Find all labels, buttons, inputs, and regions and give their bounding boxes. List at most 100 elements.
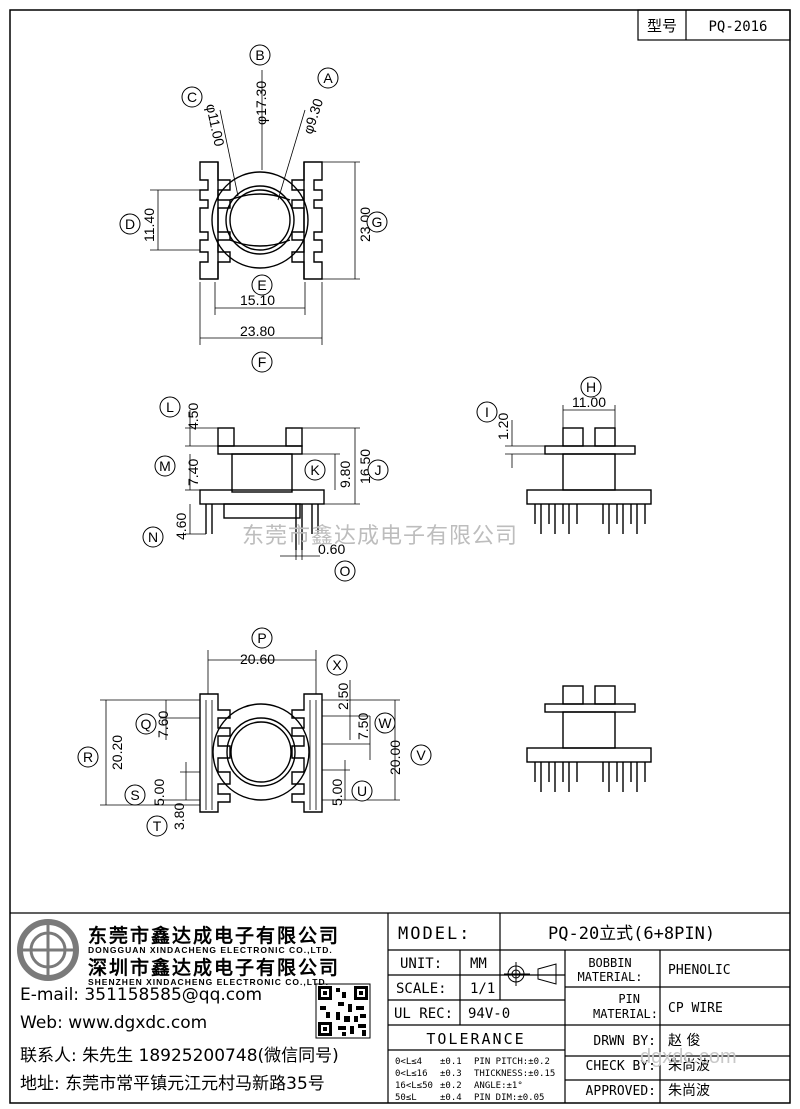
svg-text:X: X bbox=[332, 657, 342, 673]
unit-label: UNIT: bbox=[400, 956, 442, 972]
company-name-cn-2: 深圳市鑫达成电子有限公司 bbox=[88, 957, 341, 979]
dim-F: 23.80 bbox=[240, 323, 275, 339]
approved-label: APPROVED: bbox=[586, 1084, 656, 1099]
svg-text:N: N bbox=[148, 529, 158, 545]
scale-value: 1/1 bbox=[470, 981, 495, 997]
title-block-text: MODEL: PQ-20立式(6+8PIN) UNIT: MM SCALE: 1… bbox=[394, 924, 731, 1103]
tol-range-1: 0<L≤16 bbox=[395, 1069, 428, 1079]
dim-Q: 7.60 bbox=[155, 711, 171, 738]
bubble-S: S bbox=[124, 784, 146, 806]
svg-text:L: L bbox=[166, 399, 174, 415]
bobbin-value: PHENOLIC bbox=[668, 963, 731, 978]
contact-address: 地址: 东莞市常平镇元江元村马新路35号 bbox=[20, 1074, 325, 1094]
contact-email[interactable]: E-mail: 351158585@qq.com bbox=[20, 985, 263, 1005]
svg-text:A: A bbox=[323, 70, 333, 86]
svg-text:E: E bbox=[257, 277, 266, 293]
tol-spec-0: PIN PITCH:±0.2 bbox=[474, 1057, 550, 1067]
top-view-2 bbox=[199, 693, 323, 813]
dim-N: 4.60 bbox=[173, 513, 189, 540]
svg-text:V: V bbox=[416, 747, 426, 763]
front-view bbox=[526, 427, 652, 534]
dim-R: 20.20 bbox=[109, 735, 125, 770]
dim-L: 4.50 bbox=[185, 403, 201, 430]
bubble-F: F bbox=[251, 351, 273, 373]
svg-text:O: O bbox=[340, 563, 351, 579]
title-block bbox=[10, 912, 790, 1103]
model-label: MODEL: bbox=[398, 924, 471, 944]
tol-range-2: 16<L≤50 bbox=[395, 1081, 433, 1091]
dim-E: 15.10 bbox=[240, 292, 275, 308]
dim-D: 11.40 bbox=[141, 208, 157, 242]
svg-text:B: B bbox=[255, 47, 264, 63]
bubble-G: G bbox=[366, 211, 388, 233]
check-value: 朱尚波 bbox=[668, 1058, 710, 1074]
watermark: 东莞市鑫达成电子有限公司 bbox=[242, 524, 519, 549]
top-view-1-dims bbox=[150, 70, 360, 345]
bubble-U: U bbox=[351, 780, 373, 802]
company-name-en-2: SHENZHEN XINDACHENG ELECTRONIC CO.,LTD. bbox=[88, 977, 329, 987]
bubble-R: R bbox=[77, 746, 99, 768]
tol-value-3: ±0.4 bbox=[440, 1093, 462, 1103]
bubble-H: H bbox=[580, 376, 602, 398]
pin-label-1: PIN bbox=[618, 992, 640, 1006]
qr-code bbox=[315, 983, 371, 1039]
projection-symbol bbox=[504, 962, 557, 986]
svg-text:S: S bbox=[130, 787, 139, 803]
bubble-D: D bbox=[119, 213, 141, 235]
ul-label: UL REC: bbox=[394, 1006, 453, 1022]
bobbin-label-2: MATERIAL: bbox=[577, 970, 642, 984]
bubble-Q: Q bbox=[135, 713, 157, 735]
tol-spec-3: PIN DIM:±0.05 bbox=[474, 1093, 544, 1103]
bubble-N: N bbox=[142, 526, 164, 548]
model-value: PQ-20立式(6+8PIN) bbox=[548, 924, 715, 944]
outer-border bbox=[9, 9, 791, 1104]
tol-range-0: 0<L≤4 bbox=[395, 1057, 422, 1067]
company-name-en-1: DONGGUAN XINDACHENG ELECTRONIC CO.,LTD. bbox=[88, 945, 333, 955]
pin-label-2: MATERIAL: bbox=[593, 1007, 658, 1021]
svg-text:P: P bbox=[257, 630, 266, 646]
svg-text:G: G bbox=[372, 214, 383, 230]
dim-A: φ9.30 bbox=[300, 96, 327, 136]
label-bubbles: A B C D E F G H I J K L M N O P Q R S T … bbox=[77, 44, 602, 837]
tol-spec-2: ANGLE:±1° bbox=[474, 1081, 523, 1091]
type-label: 型号 bbox=[647, 17, 677, 35]
approved-value: 朱尚波 bbox=[668, 1083, 710, 1099]
contact-person: 联系人: 朱先生 18925200748(微信同号) bbox=[20, 1046, 339, 1066]
dim-S: 5.00 bbox=[151, 779, 167, 806]
dim-B: φ17.30 bbox=[253, 81, 269, 125]
bubble-K: K bbox=[304, 459, 326, 481]
bubble-X: X bbox=[326, 654, 348, 676]
scale-label: SCALE: bbox=[396, 981, 447, 997]
bubble-I: I bbox=[476, 401, 498, 423]
dim-T: 3.80 bbox=[171, 803, 187, 830]
front-view-dims bbox=[505, 405, 616, 468]
dim-I: 1.20 bbox=[495, 413, 511, 440]
svg-text:U: U bbox=[357, 783, 367, 799]
dim-H: 11.00 bbox=[572, 394, 606, 410]
ul-value: 94V-0 bbox=[468, 1006, 510, 1022]
bubble-A: A bbox=[317, 67, 339, 89]
svg-text:R: R bbox=[83, 749, 93, 765]
bubble-E: E bbox=[251, 274, 273, 296]
svg-text:I: I bbox=[485, 404, 489, 420]
unit-value: MM bbox=[470, 956, 487, 972]
drawn-label: DRWN BY: bbox=[593, 1034, 656, 1049]
tol-value-1: ±0.3 bbox=[440, 1069, 462, 1079]
side-view bbox=[199, 427, 325, 550]
bobbin-label-1: BOBBIN bbox=[588, 956, 631, 970]
tol-spec-1: THICKNESS:±0.15 bbox=[474, 1069, 555, 1079]
svg-text:D: D bbox=[125, 216, 135, 232]
svg-text:T: T bbox=[153, 818, 162, 834]
check-label: CHECK BY: bbox=[586, 1059, 656, 1074]
bubble-T: T bbox=[146, 815, 168, 837]
company-logo bbox=[17, 919, 79, 981]
tol-value-0: ±0.1 bbox=[440, 1057, 462, 1067]
bubble-M: M bbox=[154, 455, 176, 477]
bubble-O: O bbox=[334, 560, 356, 582]
bubble-W: W bbox=[374, 712, 396, 734]
contact-web[interactable]: Web: www.dgxdc.com bbox=[20, 1013, 208, 1033]
bubble-L: L bbox=[159, 396, 181, 418]
dim-C: φ11.00 bbox=[203, 102, 228, 148]
svg-text:H: H bbox=[586, 379, 596, 395]
bubble-P: P bbox=[251, 627, 273, 649]
